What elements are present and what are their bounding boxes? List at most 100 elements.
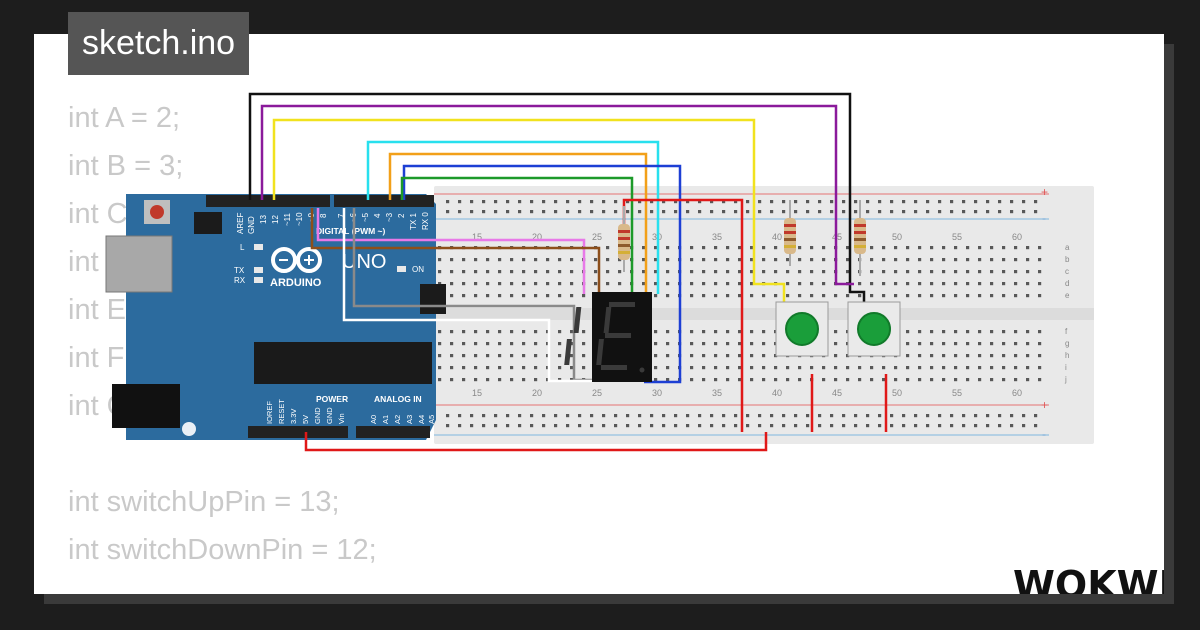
usb-port <box>105 235 173 293</box>
breadboard-hole <box>882 282 886 286</box>
preview-card[interactable]: int A = 2;int B = 3;int C = 4;int D = 5;… <box>34 34 1164 594</box>
breadboard-hole <box>750 366 754 370</box>
breadboard-hole <box>666 330 670 334</box>
breadboard-hole <box>510 330 514 334</box>
breadboard-hole <box>978 246 982 250</box>
breadboard-hole <box>570 270 574 274</box>
breadboard-hole <box>782 210 786 214</box>
breadboard-hole <box>1022 200 1026 204</box>
arduino-uno[interactable]: AREF GND 13 12 ~11 ~10 ~9 8 7 ~6 ~5 4 ~3… <box>105 194 446 440</box>
breadboard-hole <box>498 366 502 370</box>
breadboard-hole <box>1034 210 1038 214</box>
resistor-button-1[interactable] <box>784 200 796 266</box>
resistor-display[interactable] <box>618 206 630 272</box>
breadboard-hole <box>1026 330 1030 334</box>
resistor-button-2[interactable] <box>854 200 866 276</box>
breadboard-hole <box>602 424 606 428</box>
breadboard-hole <box>846 294 850 298</box>
breadboard-hole <box>474 282 478 286</box>
filename-tag[interactable]: sketch.ino <box>68 12 250 75</box>
breadboard-hole <box>542 210 546 214</box>
breadboard-hole <box>462 342 466 346</box>
breadboard-hole <box>450 342 454 346</box>
analog-header <box>356 426 430 438</box>
pin-label-4: 4 <box>373 213 382 218</box>
breadboard[interactable]: + - + - 15 20 25 30 35 40 45 50 55 60 15… <box>434 185 1094 444</box>
pin-label-tx: TX 1 <box>409 213 418 230</box>
breadboard-hole <box>558 354 562 358</box>
breadboard-hole <box>666 246 670 250</box>
breadboard-hole <box>906 378 910 382</box>
col-label-25-bottom: 25 <box>592 388 602 398</box>
breadboard-hole <box>858 366 862 370</box>
breadboard-hole <box>602 200 606 204</box>
breadboard-hole <box>986 210 990 214</box>
breadboard-hole <box>618 258 622 262</box>
push-button-up[interactable] <box>775 301 829 357</box>
breadboard-hole <box>522 342 526 346</box>
breadboard-hole <box>854 424 858 428</box>
breadboard-hole <box>510 282 514 286</box>
push-button-down[interactable] <box>847 301 901 357</box>
breadboard-hole <box>1026 258 1030 262</box>
breadboard-hole <box>990 366 994 370</box>
breadboard-hole <box>846 258 850 262</box>
pin-label-5: ~5 <box>361 212 370 222</box>
breadboard-hole <box>854 414 858 418</box>
breadboard-hole <box>966 282 970 286</box>
seven-segment-display[interactable] <box>564 292 652 382</box>
breadboard-hole <box>666 378 670 382</box>
breadboard-hole <box>918 330 922 334</box>
breadboard-hole <box>494 200 498 204</box>
breadboard-hole <box>738 366 742 370</box>
breadboard-hole <box>810 270 814 274</box>
wire-green <box>400 176 634 292</box>
breadboard-hole <box>834 330 838 334</box>
breadboard-hole <box>606 282 610 286</box>
breadboard-hole <box>942 282 946 286</box>
breadboard-hole <box>870 270 874 274</box>
breadboard-hole <box>914 424 918 428</box>
breadboard-hole <box>614 200 618 204</box>
pin-label-reset: RESET <box>277 399 286 424</box>
led-rx-label: RX <box>234 276 246 285</box>
breadboard-hole <box>1038 378 1042 382</box>
breadboard-hole <box>786 294 790 298</box>
circuit-diagram[interactable]: + - + - 15 20 25 30 35 40 45 50 55 60 15… <box>34 34 1164 594</box>
breadboard-hole <box>626 424 630 428</box>
breadboard-hole <box>966 330 970 334</box>
pin-label-5v: 5V <box>301 415 310 424</box>
breadboard-hole <box>554 424 558 428</box>
breadboard-hole <box>558 258 562 262</box>
breadboard-hole <box>534 282 538 286</box>
breadboard-hole <box>962 414 966 418</box>
breadboard-hole <box>942 258 946 262</box>
breadboard-hole <box>722 424 726 428</box>
led-l <box>254 244 263 250</box>
breadboard-hole <box>746 210 750 214</box>
breadboard-hole <box>798 378 802 382</box>
breadboard-hole <box>626 210 630 214</box>
breadboard-hole <box>522 366 526 370</box>
breadboard-hole <box>570 282 574 286</box>
breadboard-hole <box>770 424 774 428</box>
col-label-50-top: 50 <box>892 232 902 242</box>
breadboard-hole <box>878 424 882 428</box>
pin-label-3: ~3 <box>385 212 394 222</box>
breadboard-hole <box>918 354 922 358</box>
breadboard-hole <box>486 270 490 274</box>
breadboard-hole <box>858 378 862 382</box>
breadboard-hole <box>854 200 858 204</box>
breadboard-hole <box>942 378 946 382</box>
breadboard-hole <box>642 282 646 286</box>
breadboard-hole <box>962 210 966 214</box>
breadboard-hole <box>666 294 670 298</box>
breadboard-hole <box>794 210 798 214</box>
breadboard-hole <box>570 378 574 382</box>
breadboard-hole <box>518 200 522 204</box>
breadboard-hole <box>894 366 898 370</box>
rail-plus-bottom: + <box>1041 398 1048 412</box>
power-header-label: POWER <box>316 394 348 404</box>
breadboard-hole <box>726 330 730 334</box>
breadboard-hole <box>482 210 486 214</box>
